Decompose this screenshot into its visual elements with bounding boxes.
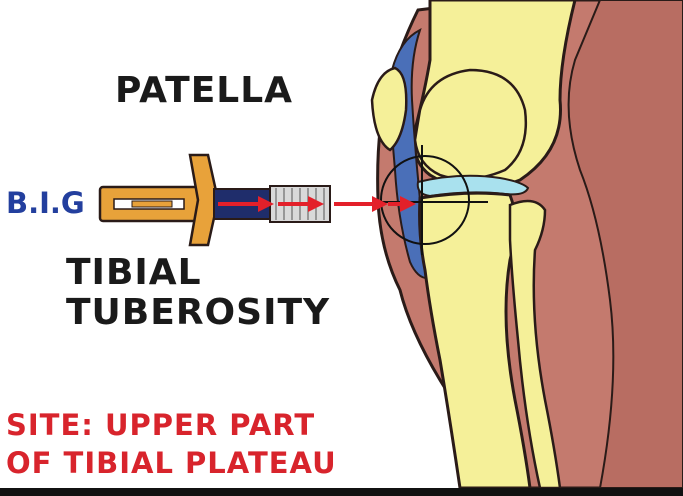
femoral-condyle: [415, 70, 526, 179]
bone-injection-gun: [100, 155, 330, 245]
tibial-tuberosity-label-line1: TIBIAL: [66, 252, 202, 293]
device-label: B.I.G: [6, 186, 85, 220]
site-label-line2: OF TIBIAL PLATEAU: [6, 446, 337, 480]
tibial-tuberosity-label-line2: TUBEROSITY: [66, 292, 330, 333]
site-label-line1: SITE: UPPER PART: [6, 408, 315, 442]
bottom-border: [0, 488, 683, 496]
patella-label: PATELLA: [115, 70, 293, 111]
device-stylet: [132, 201, 172, 207]
